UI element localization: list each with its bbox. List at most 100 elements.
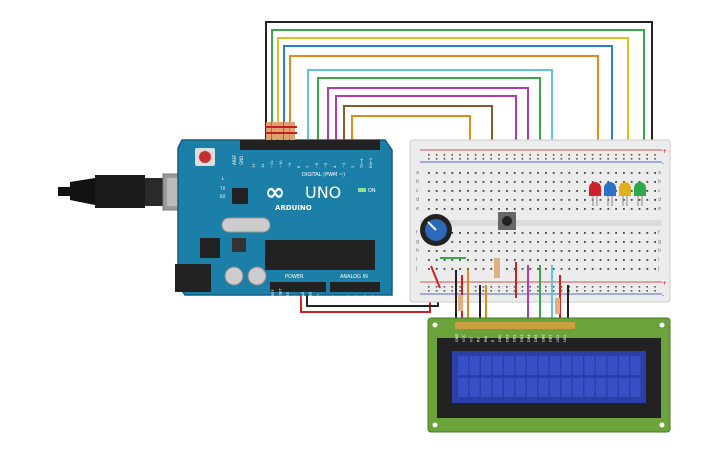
row-label: c <box>416 188 419 194</box>
rail-minus-label: - <box>662 160 664 167</box>
potentiometer[interactable] <box>420 214 452 246</box>
digital-header <box>240 140 380 150</box>
lcd-pin-header <box>455 322 575 329</box>
led-green[interactable] <box>634 182 646 206</box>
row-label: e <box>416 206 419 212</box>
digital-pin-label: 7 <box>306 166 310 168</box>
analog-pin-label: A5 <box>371 295 375 300</box>
analog-header <box>330 282 380 292</box>
capacitor <box>247 266 267 286</box>
rail-minus-label-bottom: - <box>662 292 664 299</box>
lcd-pin-label: RW <box>484 336 488 342</box>
jumper-red-short <box>430 265 441 289</box>
lcd-pin-label: LED <box>556 335 560 342</box>
arduino-logo-symbol: ∞ <box>265 178 285 206</box>
digital-pin-label: 4 <box>333 165 337 168</box>
row-label: h <box>416 248 419 254</box>
analog-pin-label: A0 <box>331 295 335 300</box>
breadboard-holes <box>428 154 656 292</box>
digital-pin-label: TX→1 <box>360 158 364 169</box>
lcd-pin-label: DB0 <box>498 334 502 342</box>
wire-green-top <box>271 29 645 150</box>
tx-label: TX <box>219 186 225 191</box>
header-resistors <box>265 122 297 140</box>
digital-pin-label: 12 <box>261 163 265 168</box>
digital-header-label: DIGITAL (PWM ~) <box>302 172 345 178</box>
row-label: c <box>658 188 661 194</box>
lcd-pin-label: DB6 <box>541 334 545 342</box>
wire-blue-top <box>283 45 613 150</box>
power-pin-label: Vin <box>316 294 320 300</box>
board-model: UNO <box>305 183 341 202</box>
digital-pin-label: ~9 <box>288 162 292 168</box>
aref-label: AREF <box>232 154 237 165</box>
board-brand: ARDUINO <box>275 204 312 212</box>
digital-pin-label: 13 <box>252 163 256 168</box>
digital-pin-label: RX←0 <box>369 157 373 168</box>
lcd-wires <box>455 265 569 322</box>
lcd-pin-label: DB3 <box>520 334 524 342</box>
lcd-pin-label: LED <box>563 335 567 342</box>
row-label: g <box>416 239 419 245</box>
lcd-pin-label: RS <box>477 337 481 342</box>
capacitor <box>224 266 244 286</box>
led-red[interactable] <box>589 182 601 206</box>
power-pin-label: GND <box>309 292 313 300</box>
row-label: h <box>658 248 661 254</box>
row-label: g <box>658 239 661 245</box>
wire-brown <box>343 105 493 170</box>
resistor <box>494 258 500 278</box>
row-label: a <box>416 170 419 176</box>
arduino-uno-board[interactable]: ∞ UNO ARDUINO ON DIGITAL (PWM ~) POWER A… <box>175 139 393 300</box>
lcd-pin-label: DB5 <box>534 334 538 342</box>
analog-pin-label: A3 <box>355 295 359 300</box>
push-button[interactable] <box>498 212 516 230</box>
power-header-label: POWER <box>285 274 304 280</box>
lcd-pin-label: DB2 <box>513 334 517 342</box>
gnd-label: GND <box>239 156 244 165</box>
row-label: d <box>658 197 661 203</box>
row-label: a <box>658 170 661 176</box>
digital-pin-label: ~6 <box>315 162 319 168</box>
analog-pin-label: A2 <box>347 295 351 300</box>
lcd-pin-label: DB1 <box>505 334 509 342</box>
atmega-chip <box>265 240 375 270</box>
analog-pin-label: A4 <box>363 295 367 300</box>
row-label: f <box>658 230 660 236</box>
wire-black-top <box>265 21 653 150</box>
lcd-pin-label: DB7 <box>549 334 553 342</box>
wire-yellow-top <box>277 37 629 150</box>
on-label: ON <box>368 188 376 194</box>
analog-header-label: ANALOG IN <box>340 274 368 280</box>
row-label: d <box>416 197 419 203</box>
power-jack <box>175 264 211 292</box>
led-blue[interactable] <box>604 182 616 206</box>
power-pin-label: 5V <box>294 295 298 300</box>
row-label: i <box>658 257 659 263</box>
row-label: j <box>415 266 417 272</box>
digital-pin-label: 2 <box>351 166 355 168</box>
digital-pin-label: ~3 <box>342 163 346 168</box>
digital-pin-label: ~10 <box>279 160 283 168</box>
power-pin-label: 3.3V <box>286 291 290 300</box>
l-label: L <box>222 176 225 181</box>
digital-pin-label: ~11 <box>270 160 274 168</box>
rx-label: RX <box>220 194 226 199</box>
rail-plus-label-bottom: + <box>662 280 667 287</box>
row-label: i <box>416 257 417 263</box>
row-label: b <box>416 179 419 185</box>
lcd-character-grid <box>458 356 641 397</box>
wire-orange-top <box>289 55 599 150</box>
power-pin-label: GND <box>301 292 305 300</box>
lcd-pin-label: DB4 <box>527 334 531 342</box>
led-yellow[interactable] <box>619 182 631 206</box>
digital-pin-label: ~5 <box>324 163 328 168</box>
